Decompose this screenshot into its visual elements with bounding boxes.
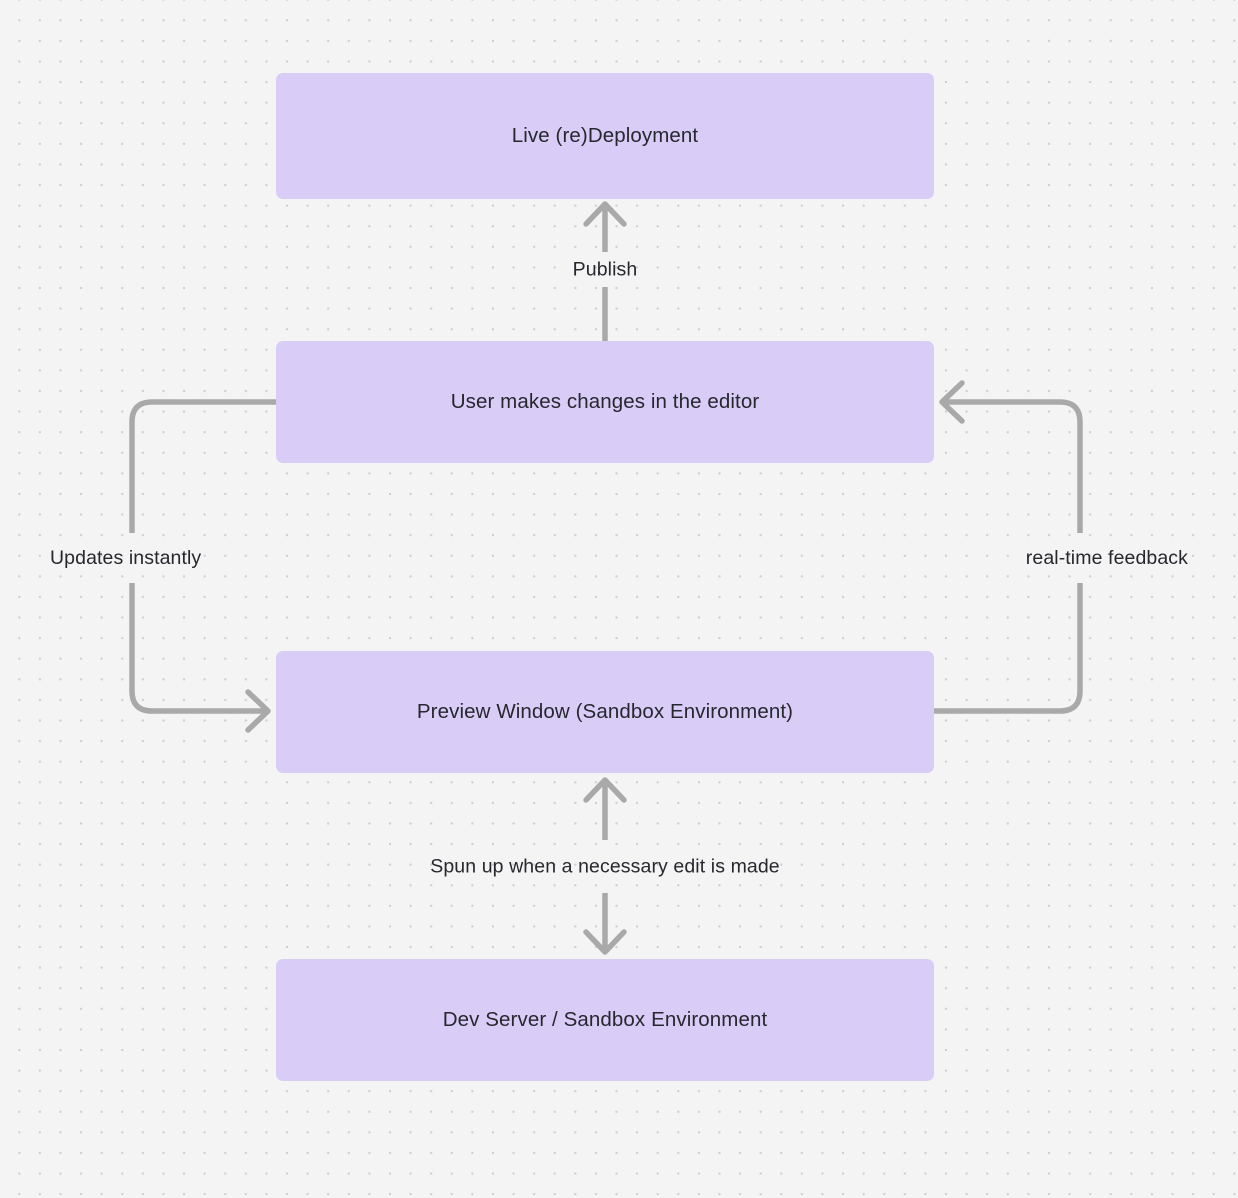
node-live-deployment[interactable]: Live (re)Deployment xyxy=(276,73,934,199)
edge-real-time-feedback-upper-segment xyxy=(942,399,1083,533)
node-live-deployment-label: Live (re)Deployment xyxy=(511,124,699,148)
edge-label-publish: Publish xyxy=(572,258,638,281)
arrowhead-up-icon xyxy=(583,201,627,227)
edge-label-updates-instantly: Updates instantly xyxy=(50,547,202,569)
node-dev-server-label: Dev Server / Sandbox Environment xyxy=(442,1008,768,1032)
arrowhead-down-icon xyxy=(583,929,627,955)
node-dev-server[interactable]: Dev Server / Sandbox Environment xyxy=(276,959,934,1081)
arrowhead-left-icon xyxy=(939,380,965,424)
arrowhead-up-icon xyxy=(583,777,627,803)
node-user-edits[interactable]: User makes changes in the editor xyxy=(276,341,934,463)
node-user-edits-label: User makes changes in the editor xyxy=(450,390,760,414)
edge-label-spun-up: Spun up when a necessary edit is made xyxy=(430,855,780,878)
node-preview-window[interactable]: Preview Window (Sandbox Environment) xyxy=(276,651,934,773)
edge-real-time-feedback-lower-segment xyxy=(934,583,1083,714)
node-preview-window-label: Preview Window (Sandbox Environment) xyxy=(416,700,794,724)
arrowhead-right-icon xyxy=(245,689,271,733)
edge-label-real-time-feedback: real-time feedback xyxy=(1025,547,1188,569)
edge-updates-instantly-upper-segment xyxy=(129,399,276,533)
edge-updates-instantly-lower-segment xyxy=(129,583,268,714)
